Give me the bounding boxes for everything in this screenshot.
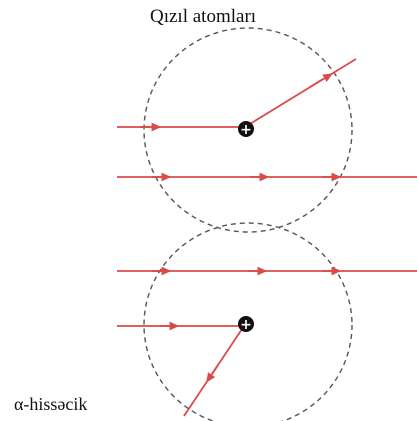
- nucleus-top-sign: +: [240, 122, 252, 138]
- nucleus-top: +: [238, 121, 254, 138]
- alpha-particle-label: α-hissəcik: [14, 394, 88, 414]
- diagram-title: Qızıl atomları: [150, 6, 257, 27]
- alpha-path-deflected-top: [117, 58, 357, 132]
- nucleus-bottom-sign: +: [240, 317, 252, 333]
- nucleus-bottom: +: [238, 316, 254, 333]
- atom-boundary-bottom: [143, 222, 353, 421]
- atom-boundary-top: [143, 27, 353, 233]
